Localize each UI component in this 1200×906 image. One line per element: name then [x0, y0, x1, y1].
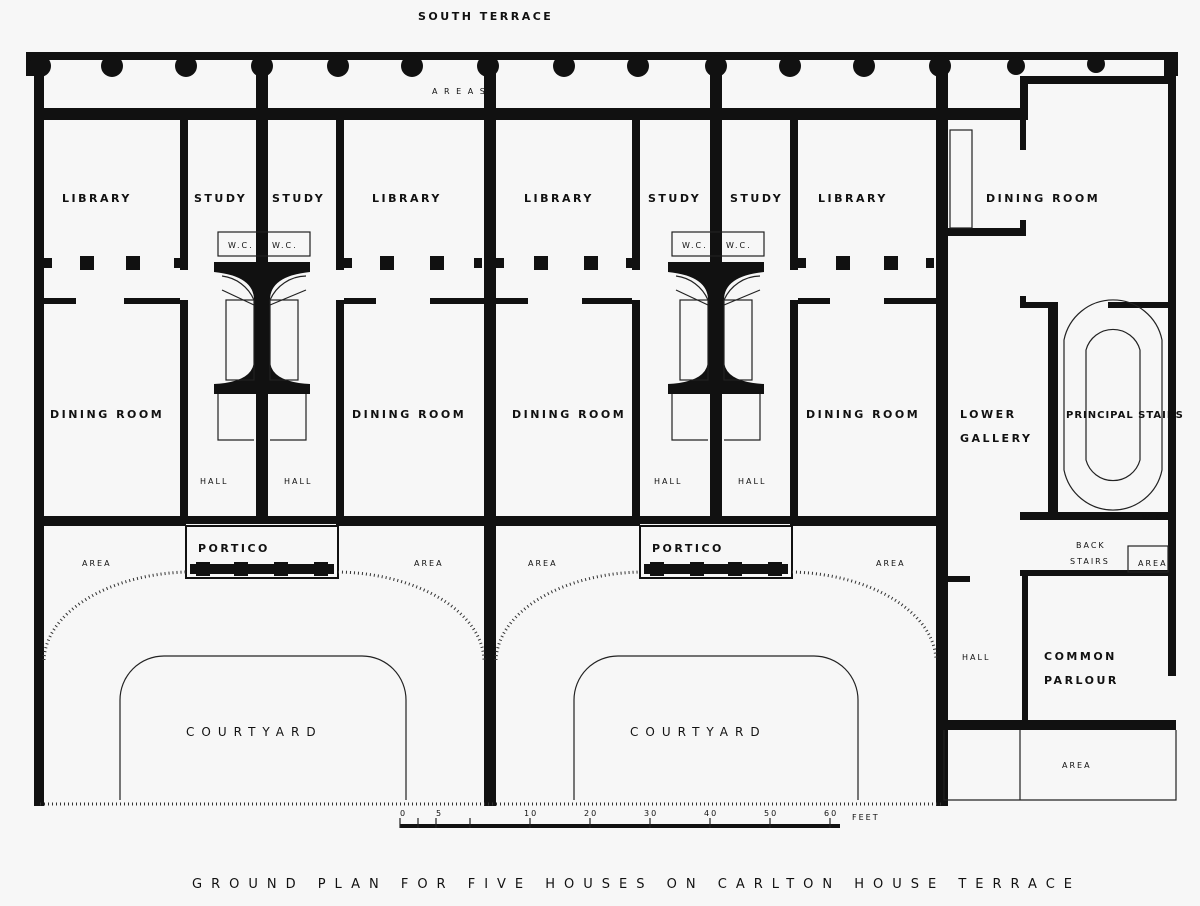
room-dining-room-5: DINING ROOM — [986, 192, 1100, 205]
room-principal-stairs: PRINCIPAL STAIRS — [1066, 410, 1184, 421]
back-wall — [36, 516, 940, 526]
back-stairs-line1: BACK — [1076, 541, 1106, 550]
scale-tick-50: 50 — [764, 809, 778, 818]
area-curves — [42, 570, 938, 800]
room-hall-4: HALL — [738, 477, 766, 486]
room-study-1: STUDY — [194, 192, 247, 205]
room-hall-5: HALL — [962, 653, 990, 662]
room-common-parlour-line1: COMMON — [1044, 650, 1117, 663]
stair-core-2 — [668, 231, 765, 441]
scale-tick-10: 10 — [524, 809, 538, 818]
south-terrace-label: SOUTH TERRACE — [418, 10, 553, 23]
room-library-2: LIBRARY — [372, 192, 442, 205]
corner-house — [943, 120, 1177, 801]
room-library-4: LIBRARY — [818, 192, 888, 205]
area-4-label: AREA — [876, 559, 906, 568]
wc-5: W.C. — [1142, 513, 1168, 522]
internal-partitions — [44, 256, 936, 304]
portico-1 — [185, 525, 339, 579]
scale-tick-60: 60 — [824, 809, 838, 818]
scale-tick-40: 40 — [704, 809, 718, 818]
room-dining-room-4: DINING ROOM — [806, 408, 920, 421]
wc-4: W.C. — [726, 241, 752, 250]
area-6-label: AREA — [1062, 761, 1092, 770]
room-lower-gallery-line1: LOWER — [960, 408, 1017, 421]
room-lower-gallery-line2: GALLERY — [960, 432, 1032, 445]
room-library-1: LIBRARY — [62, 192, 132, 205]
room-dining-room-1: DINING ROOM — [50, 408, 164, 421]
wc-2: W.C. — [272, 241, 298, 250]
portico-2 — [639, 525, 793, 579]
courtyard-1-label: COURTYARD — [186, 725, 323, 739]
areas-label: A R E A S — [432, 87, 487, 96]
plan-caption: GROUND PLAN FOR FIVE HOUSES ON CARLTON H… — [192, 877, 1081, 892]
room-study-2: STUDY — [272, 192, 325, 205]
room-study-3: STUDY — [648, 192, 701, 205]
courtyard-2-label: COURTYARD — [630, 725, 767, 739]
front-wall — [36, 76, 1176, 676]
scale-tick-5: 5 — [436, 809, 443, 818]
scale-tick-20: 20 — [584, 809, 598, 818]
area-2-label: AREA — [414, 559, 444, 568]
area-3-label: AREA — [528, 559, 558, 568]
stair-core-1 — [214, 231, 311, 441]
scale-tick-30: 30 — [644, 809, 658, 818]
room-common-parlour-line2: PARLOUR — [1044, 674, 1119, 687]
room-hall-1: HALL — [200, 477, 228, 486]
scale-tick-0: 0 — [400, 809, 407, 818]
terrace-colonnade — [26, 52, 1178, 77]
wc-3: W.C. — [682, 241, 708, 250]
room-dining-room-2: DINING ROOM — [352, 408, 466, 421]
room-library-3: LIBRARY — [524, 192, 594, 205]
scale-bar: 0 5 10 20 30 40 50 60 FEET — [399, 809, 880, 828]
portico-2-label: PORTICO — [652, 542, 724, 555]
room-dining-room-3: DINING ROOM — [512, 408, 626, 421]
wc-1: W.C. — [228, 241, 254, 250]
room-study-4: STUDY — [730, 192, 783, 205]
party-walls — [34, 66, 948, 806]
area-5-label: AREA — [1138, 559, 1168, 568]
room-hall-2: HALL — [284, 477, 312, 486]
back-stairs-line2: STAIRS — [1070, 557, 1110, 566]
scale-unit: FEET — [852, 813, 880, 822]
area-1-label: AREA — [82, 559, 112, 568]
room-hall-3: HALL — [654, 477, 682, 486]
portico-1-label: PORTICO — [198, 542, 270, 555]
